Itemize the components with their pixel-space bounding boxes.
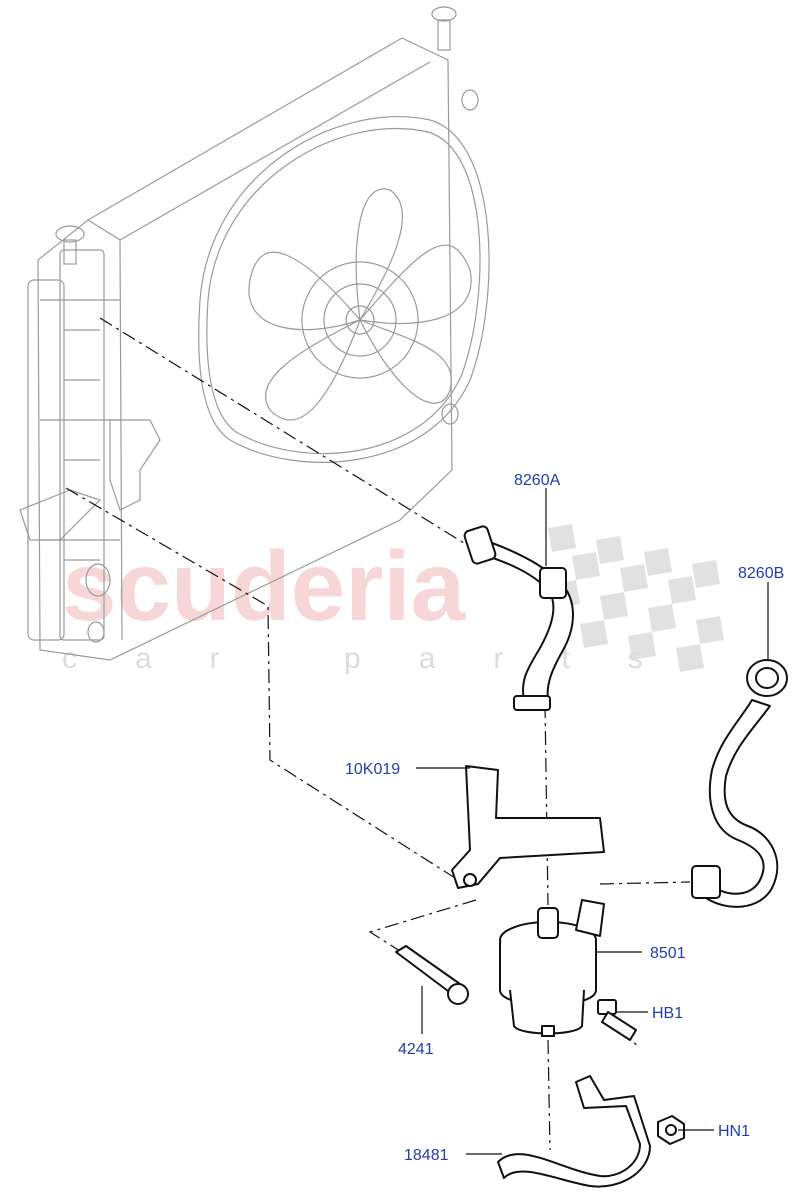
callout-8260B: 8260B: [738, 565, 784, 582]
callout-leader-lines: [416, 488, 769, 1155]
callout-HN1: HN1: [718, 1123, 750, 1140]
pump-mounting-bracket: [451, 765, 605, 889]
lower-coolant-hose: [691, 659, 788, 908]
callout-10K019: 10K019: [345, 761, 400, 778]
hex-nut: [657, 1115, 685, 1145]
watermark-tagline: car parts: [62, 642, 701, 675]
callout-8501: 8501: [650, 945, 686, 962]
assembly-guide-lines: [65, 317, 691, 1151]
pump-support-bracket: [497, 1075, 651, 1188]
electric-water-pump: [499, 899, 605, 1037]
callout-HB1: HB1: [652, 1005, 683, 1022]
callout-4241: 4241: [398, 1041, 434, 1058]
hex-bolt: [597, 999, 637, 1041]
radiator-fan-assembly: [19, 6, 490, 661]
upper-coolant-hose: [463, 525, 574, 711]
callout-8260A: 8260A: [514, 472, 561, 489]
callout-18481: 18481: [404, 1147, 449, 1164]
retaining-pin: [395, 945, 469, 1005]
watermark-checker-flag: [548, 524, 724, 672]
